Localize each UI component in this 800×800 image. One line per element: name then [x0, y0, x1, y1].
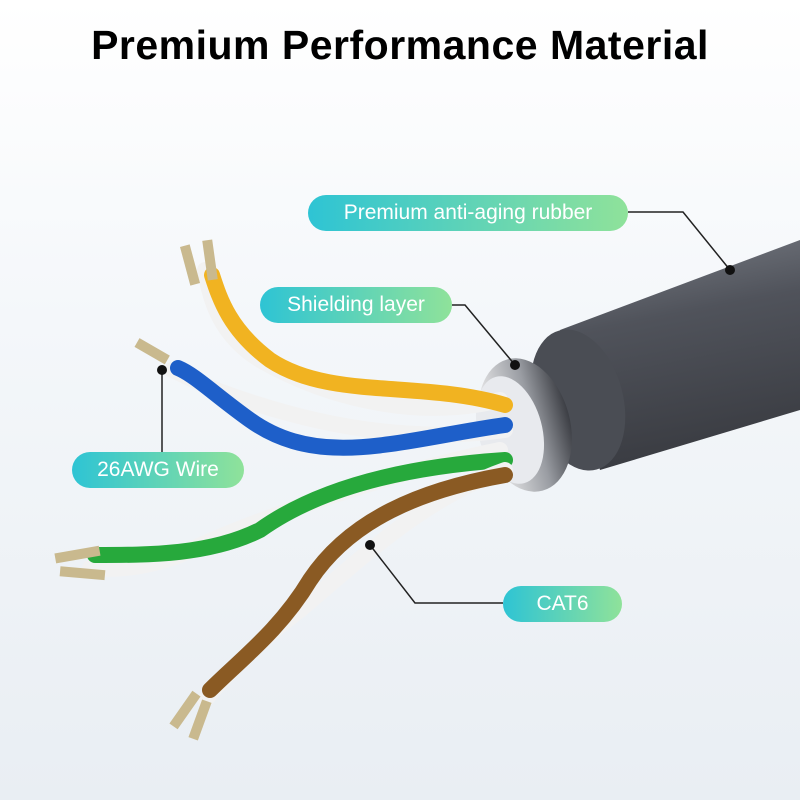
- orange-wire: [204, 267, 513, 413]
- label-shielding: Shielding layer: [260, 287, 452, 323]
- white-wire: [197, 462, 513, 708]
- twisted-pairs: [82, 262, 513, 708]
- label-wire: 26AWG Wire: [72, 452, 244, 488]
- copper-conductors: [54, 239, 218, 741]
- callout-dot: [157, 365, 167, 375]
- callout-dot: [510, 360, 520, 370]
- label-rubber: Premium anti-aging rubber: [308, 195, 628, 231]
- brown-wire: [202, 467, 513, 698]
- callout-dot: [365, 540, 375, 550]
- label-cat6: CAT6: [503, 586, 622, 622]
- green-wire: [87, 452, 513, 563]
- leader-lines: [161, 211, 731, 604]
- page-title: Premium Performance Material: [91, 22, 709, 68]
- blue-wire: [170, 360, 513, 456]
- callout-dot: [725, 265, 735, 275]
